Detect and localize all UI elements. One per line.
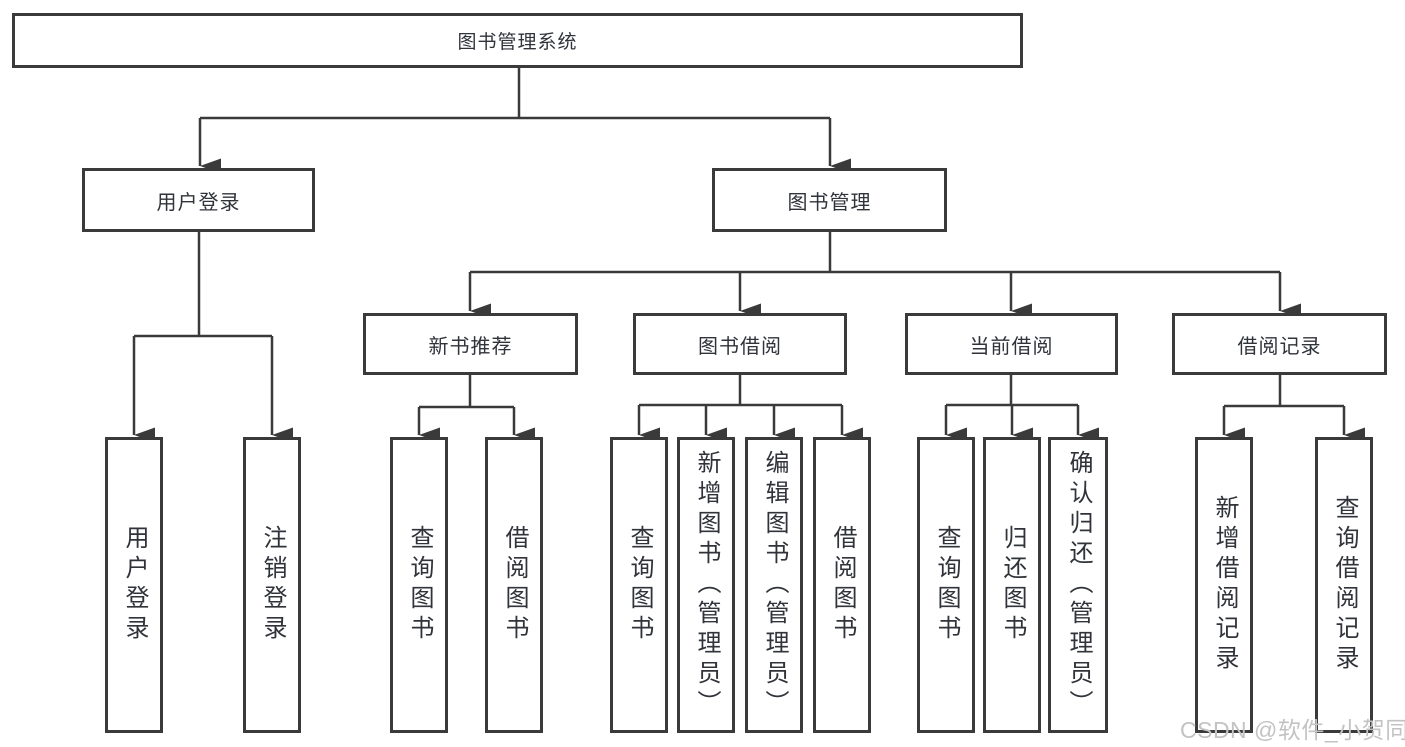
node-book-borrowing: 图书借阅: [633, 313, 847, 375]
connector-arrows: [132, 118, 1365, 443]
leaf-query-books-2: 查询图书: [610, 437, 668, 733]
leaf-query-borrow-record: 查询借阅记录: [1315, 437, 1373, 733]
node-library-management-system: 图书管理系统: [12, 13, 1023, 68]
node-user-login: 用户登录: [82, 168, 315, 232]
leaf-borrow-books-2: 借阅图书: [813, 437, 871, 733]
leaf-return-books: 归还图书: [983, 437, 1041, 733]
node-current-borrowing: 当前借阅: [905, 313, 1118, 375]
leaf-user-login: 用户登录: [105, 437, 163, 733]
leaf-query-books-3: 查询图书: [917, 437, 975, 733]
leaf-borrow-books: 借阅图书: [485, 437, 543, 733]
leaf-edit-books-admin: 编辑图书（管理员）: [745, 437, 803, 733]
connector-segments: [134, 68, 1344, 409]
leaf-logout: 注销登录: [243, 437, 301, 733]
leaf-add-books-admin: 新增图书（管理员）: [677, 437, 735, 733]
leaf-add-borrow-record: 新增借阅记录: [1195, 437, 1253, 733]
node-borrowing-records: 借阅记录: [1172, 313, 1387, 375]
node-new-book-recommendation: 新书推荐: [363, 313, 578, 375]
leaf-query-books: 查询图书: [390, 437, 448, 733]
leaf-confirm-return-admin: 确认归还（管理员）: [1048, 437, 1108, 733]
node-book-management: 图书管理: [712, 168, 947, 232]
